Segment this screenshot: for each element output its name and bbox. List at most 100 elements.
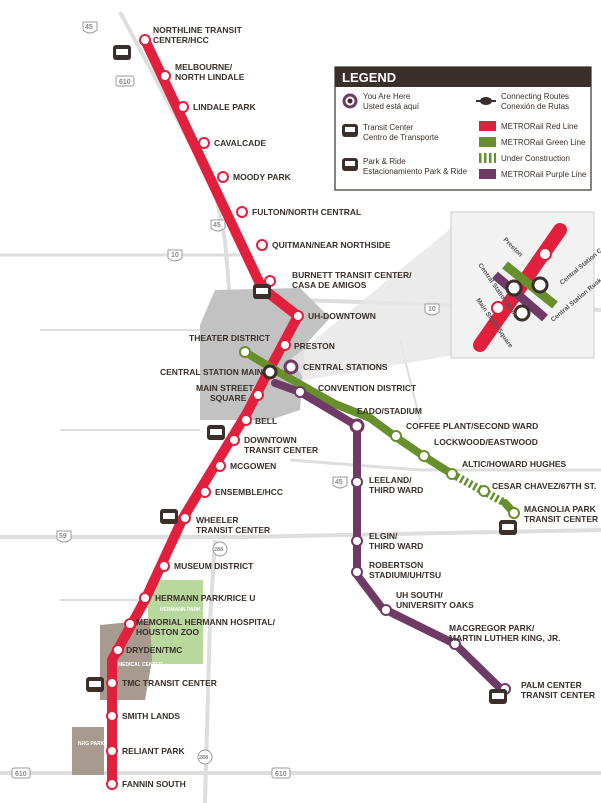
svg-text:ELGIN/: ELGIN/ bbox=[369, 531, 398, 541]
shield-610-north: 610 bbox=[115, 75, 135, 87]
svg-text:MELBOURNE/: MELBOURNE/ bbox=[175, 62, 233, 72]
station-bell[interactable]: BELL bbox=[240, 414, 277, 426]
svg-text:LINDALE PARK: LINDALE PARK bbox=[193, 102, 257, 112]
shield-us59: 59 bbox=[56, 530, 72, 543]
shield-i45-north: 45 bbox=[82, 21, 98, 34]
station-cesar[interactable]: CESAR CHAVEZ/67TH ST. bbox=[478, 481, 596, 497]
station-smith[interactable]: SMITH LANDS bbox=[106, 710, 180, 722]
station-convention[interactable]: CONVENTION DISTRICT bbox=[294, 383, 417, 398]
transit-center-icon bbox=[86, 677, 104, 692]
shield-288-south: 288 bbox=[197, 749, 213, 765]
svg-text:ROBERTSON: ROBERTSON bbox=[369, 560, 423, 570]
svg-text:45: 45 bbox=[335, 479, 343, 486]
svg-text:METRORail Purple Line: METRORail Purple Line bbox=[501, 170, 587, 179]
legend-park-ride: Park & Ride Estacionamiento Park & Ride bbox=[342, 157, 468, 176]
station-cavalcade[interactable]: CAVALCADE bbox=[198, 137, 266, 149]
svg-text:TRANSIT CENTER: TRANSIT CENTER bbox=[521, 690, 595, 700]
station-melbourne[interactable]: MELBOURNE/NORTH LINDALE bbox=[159, 62, 245, 82]
svg-text:UH-DOWNTOWN: UH-DOWNTOWN bbox=[308, 311, 376, 321]
svg-text:MCGOWEN: MCGOWEN bbox=[230, 461, 276, 471]
svg-text:CENTRAL STATIONS: CENTRAL STATIONS bbox=[303, 362, 388, 372]
svg-text:610: 610 bbox=[275, 771, 287, 778]
shield-610-south-west: 610 bbox=[11, 767, 31, 779]
svg-text:CAVALCADE: CAVALCADE bbox=[214, 138, 266, 148]
station-fulton[interactable]: FULTON/NORTH CENTRAL bbox=[236, 206, 361, 218]
svg-text:PRESTON: PRESTON bbox=[294, 341, 335, 351]
station-elgin[interactable]: ELGIN/THIRD WARD bbox=[351, 531, 423, 551]
station-theater[interactable]: THEATER DISTRICT bbox=[189, 333, 271, 358]
shield-10-west: 10 bbox=[167, 249, 183, 262]
station-museum[interactable]: MUSEUM DISTRICT bbox=[158, 560, 254, 572]
svg-text:PALM CENTER: PALM CENTER bbox=[521, 680, 582, 690]
svg-text:MARTIN LUTHER KING, JR.: MARTIN LUTHER KING, JR. bbox=[449, 633, 560, 643]
station-central-main[interactable]: CENTRAL STATION MAIN bbox=[160, 364, 278, 380]
svg-text:BELL: BELL bbox=[255, 416, 277, 426]
station-moody[interactable]: MOODY PARK bbox=[217, 171, 292, 183]
svg-text:METRORail Green Line: METRORail Green Line bbox=[501, 138, 586, 147]
transit-center-icon bbox=[499, 520, 517, 535]
station-uh-downtown[interactable]: UH-DOWNTOWN bbox=[292, 310, 376, 322]
station-mcgowen[interactable]: MCGOWEN bbox=[214, 460, 276, 472]
station-preston[interactable]: PRESTON bbox=[279, 339, 335, 351]
station-dryden[interactable]: DRYDEN/TMC bbox=[112, 644, 182, 656]
station-reliant[interactable]: RELIANT PARK bbox=[106, 745, 186, 757]
station-ensemble[interactable]: ENSEMBLE/HCC bbox=[199, 486, 283, 498]
svg-text:MEMORIAL HERMANN HOSPITAL/: MEMORIAL HERMANN HOSPITAL/ bbox=[136, 617, 276, 627]
park-ride-icon bbox=[113, 45, 131, 60]
legend-box: LEGEND You Are Here Usted está aquí Tran… bbox=[334, 66, 592, 191]
svg-text:TMC TRANSIT CENTER: TMC TRANSIT CENTER bbox=[122, 678, 217, 688]
svg-text:CONVENTION DISTRICT: CONVENTION DISTRICT bbox=[318, 383, 417, 393]
station-quitman[interactable]: QUITMAN/NEAR NORTHSIDE bbox=[256, 239, 391, 251]
station-lockwood[interactable]: LOCKWOOD/EASTWOOD bbox=[418, 437, 538, 462]
station-memorial[interactable]: MEMORIAL HERMANN HOSPITAL/HOUSTON ZOO bbox=[124, 617, 276, 637]
svg-text:COFFEE PLANT/SECOND WARD: COFFEE PLANT/SECOND WARD bbox=[406, 421, 538, 431]
legend-transit-center: Transit Center Centro de Transporte bbox=[342, 123, 439, 142]
svg-text:NORTHLINE TRANSIT: NORTHLINE TRANSIT bbox=[153, 25, 243, 35]
legend-connecting-routes: Connecting Routes Conexión de Rutas bbox=[476, 92, 569, 111]
svg-text:HERMANN PARK/RICE U: HERMANN PARK/RICE U bbox=[155, 593, 255, 603]
station-eado[interactable]: EADO/STADIUM bbox=[349, 406, 422, 434]
green-line-under-construction bbox=[450, 470, 507, 507]
transit-center-icon bbox=[253, 284, 271, 299]
svg-text:You Are Here: You Are Here bbox=[363, 92, 411, 101]
transit-center-icon bbox=[489, 689, 507, 704]
svg-text:Transit Center: Transit Center bbox=[363, 123, 414, 132]
station-hermann[interactable]: HERMANN PARK/RICE U bbox=[139, 592, 255, 604]
station-coffee[interactable]: COFFEE PLANT/SECOND WARD bbox=[390, 421, 538, 442]
shield-i45-south: 45 bbox=[332, 476, 348, 489]
transit-center-icon bbox=[160, 509, 178, 524]
legend-you-are-here: You Are Here Usted está aquí bbox=[342, 92, 420, 111]
station-leeland[interactable]: LEELAND/THIRD WARD bbox=[351, 475, 423, 495]
svg-text:Park & Ride: Park & Ride bbox=[363, 157, 406, 166]
station-altic[interactable]: ALTIC/HOWARD HUGHES bbox=[446, 459, 567, 480]
station-fannin[interactable]: FANNIN SOUTH bbox=[106, 778, 186, 790]
svg-text:288: 288 bbox=[214, 547, 223, 553]
svg-text:Conexión de Rutas: Conexión de Rutas bbox=[501, 102, 569, 111]
svg-text:MAGNOLIA PARK: MAGNOLIA PARK bbox=[524, 504, 597, 514]
svg-text:SMITH LANDS: SMITH LANDS bbox=[122, 711, 180, 721]
svg-text:WHEELER: WHEELER bbox=[196, 515, 239, 525]
station-macgregor[interactable]: MACGREGOR PARK/MARTIN LUTHER KING, JR. bbox=[449, 623, 560, 650]
svg-text:THEATER DISTRICT: THEATER DISTRICT bbox=[189, 333, 271, 343]
svg-text:10: 10 bbox=[171, 252, 179, 259]
station-lindale[interactable]: LINDALE PARK bbox=[177, 101, 257, 113]
station-central-stations[interactable]: CENTRAL STATIONS bbox=[283, 359, 388, 375]
svg-text:SQUARE: SQUARE bbox=[210, 393, 247, 403]
red-line bbox=[107, 35, 303, 790]
station-tmc[interactable]: TMC TRANSIT CENTER bbox=[106, 677, 217, 689]
svg-text:HOUSTON ZOO: HOUSTON ZOO bbox=[136, 627, 200, 637]
svg-text:610: 610 bbox=[119, 79, 131, 86]
nrg-park-label: NRG PARK bbox=[78, 741, 105, 747]
station-uh-south[interactable]: UH SOUTH/UNIVERSITY OAKS bbox=[380, 590, 474, 616]
legend-under-construction: Under Construction bbox=[479, 153, 570, 163]
svg-text:LOCKWOOD/EASTWOOD: LOCKWOOD/EASTWOOD bbox=[434, 437, 538, 447]
nrg-park-area bbox=[72, 727, 104, 775]
